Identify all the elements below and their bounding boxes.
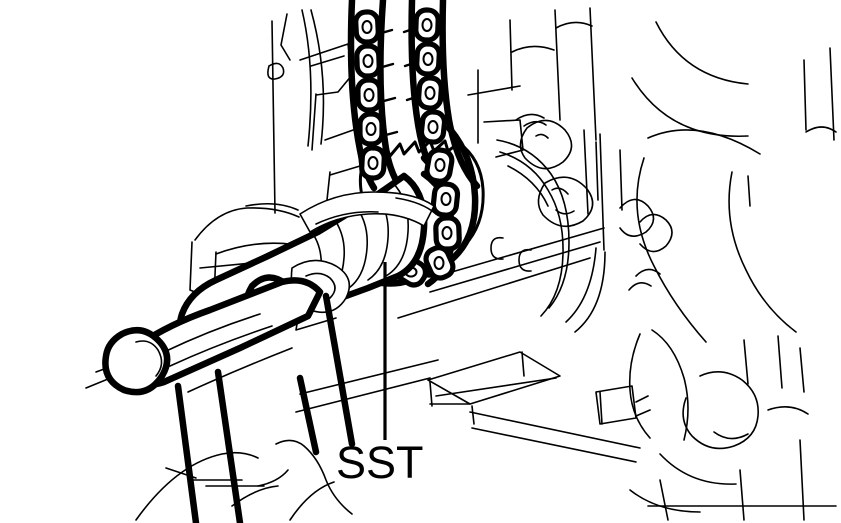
engine-block-group: [85, 7, 837, 521]
chain-links-left: [353, 9, 387, 181]
chain-links-right: [413, 7, 448, 145]
sst-label: SST: [336, 437, 424, 488]
sst-tool-group: [102, 172, 437, 523]
timing-chain-group: [347, 0, 481, 288]
